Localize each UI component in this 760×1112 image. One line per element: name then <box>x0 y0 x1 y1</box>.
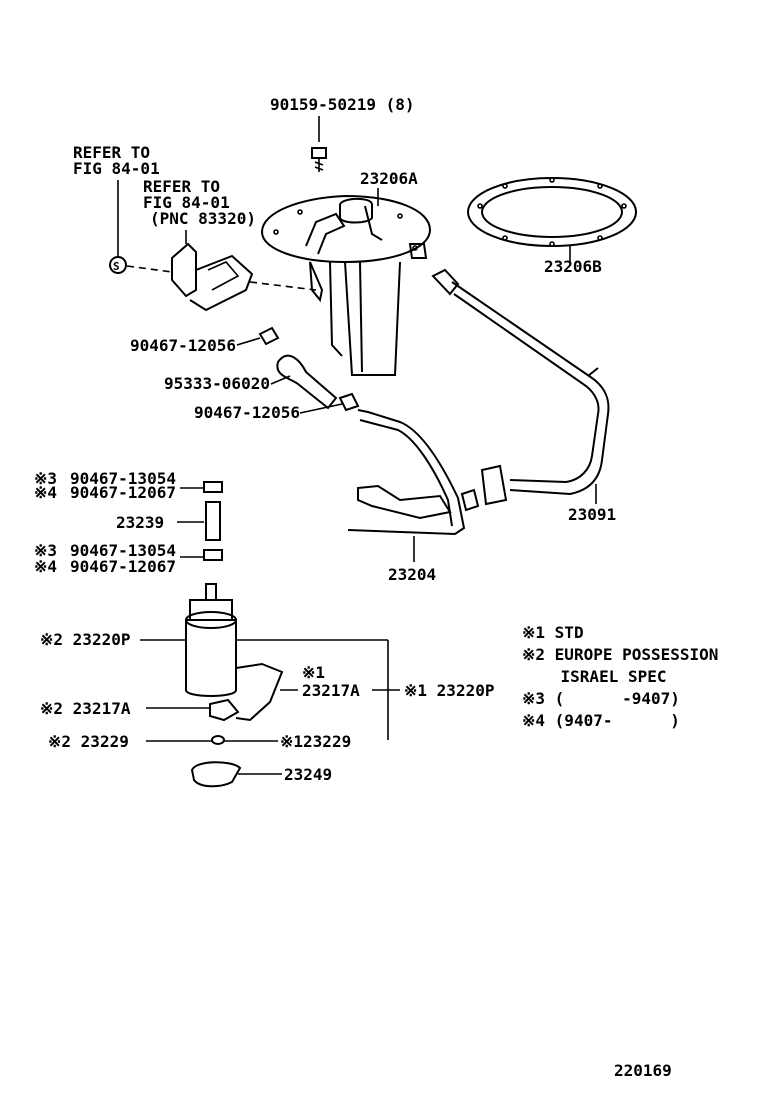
cushion-part <box>211 735 225 745</box>
fuel-pump-part <box>185 583 237 697</box>
fuel-filter-part <box>209 662 284 722</box>
label-refer-2-line1: REFER TO <box>143 177 220 196</box>
label-refer-2-line2: FIG 84-01 <box>143 193 230 212</box>
part-labels: 90159-50219 (8) REFER TO FIG 84-01 REFER… <box>34 95 672 1080</box>
label-clamp3-top: 90467-13054 <box>70 469 176 488</box>
label-clamp4-bot: 90467-12067 <box>70 557 176 576</box>
notes-legend: ※1 STD ※2 EUROPE POSSESSION ISRAEL SPEC … <box>522 623 718 730</box>
label-cushion-right: ※123229 <box>280 732 351 751</box>
label-gasket: 23206B <box>544 257 602 276</box>
label-pump-right: ※1 23220P <box>404 681 494 700</box>
outlet-pipe-part <box>431 268 610 506</box>
label-short-hose: 23239 <box>116 513 164 532</box>
retainer-part <box>190 761 242 788</box>
label-filter-left: ※2 23217A <box>40 699 131 718</box>
label-clamp4-top: 90467-12067 <box>70 483 176 502</box>
label-refer-1-line1: REFER TO <box>73 143 150 162</box>
note-2: ※2 EUROPE POSSESSION <box>522 645 718 664</box>
short-hose-part <box>203 481 223 561</box>
label-pump-left: ※2 23220P <box>40 630 130 649</box>
svg-text:S: S <box>113 260 120 273</box>
diagram-id: 220169 <box>614 1061 672 1080</box>
gasket-part <box>467 177 637 247</box>
note-2-cont: ISRAEL SPEC <box>522 667 667 686</box>
label-refer-2-line3: (PNC 83320) <box>150 209 256 228</box>
label-outlet-pipe: 23091 <box>568 505 616 524</box>
fuel-hose-part <box>258 326 360 412</box>
label-hose: 95333-06020 <box>164 374 270 393</box>
return-pipe-part <box>347 409 480 536</box>
bracket-part <box>171 242 254 312</box>
note-1: ※1 STD <box>522 623 584 642</box>
label-clamp-b: 90467-12056 <box>194 403 300 422</box>
label-clamp3-bot: 90467-13054 <box>70 541 176 560</box>
label-clamp3-bot-mark: ※3 <box>34 541 57 560</box>
leader-lines <box>117 180 597 775</box>
label-clamp4-bot-mark: ※4 <box>34 557 57 576</box>
bolt-part <box>311 116 327 172</box>
note-4: ※4 (9407- ) <box>522 711 680 730</box>
label-retainer: 23249 <box>284 765 332 784</box>
fuel-gauge-assembly <box>260 194 432 376</box>
note-3: ※3 ( -9407) <box>522 689 680 708</box>
label-bolt: 90159-50219 (8) <box>270 95 415 114</box>
label-filter-mark: ※1 <box>302 663 325 682</box>
label-filter: 23217A <box>302 681 360 700</box>
screw-reference: S <box>109 256 317 291</box>
label-return-pipe: 23204 <box>388 565 436 584</box>
label-refer-1-line2: FIG 84-01 <box>73 159 160 178</box>
label-gauge: 23206A <box>360 169 418 188</box>
label-clamp-a: 90467-12056 <box>130 336 236 355</box>
label-cushion-left: ※2 23229 <box>48 732 129 751</box>
label-clamp4-top-mark: ※4 <box>34 483 57 502</box>
label-clamp3-top-mark: ※3 <box>34 469 57 488</box>
